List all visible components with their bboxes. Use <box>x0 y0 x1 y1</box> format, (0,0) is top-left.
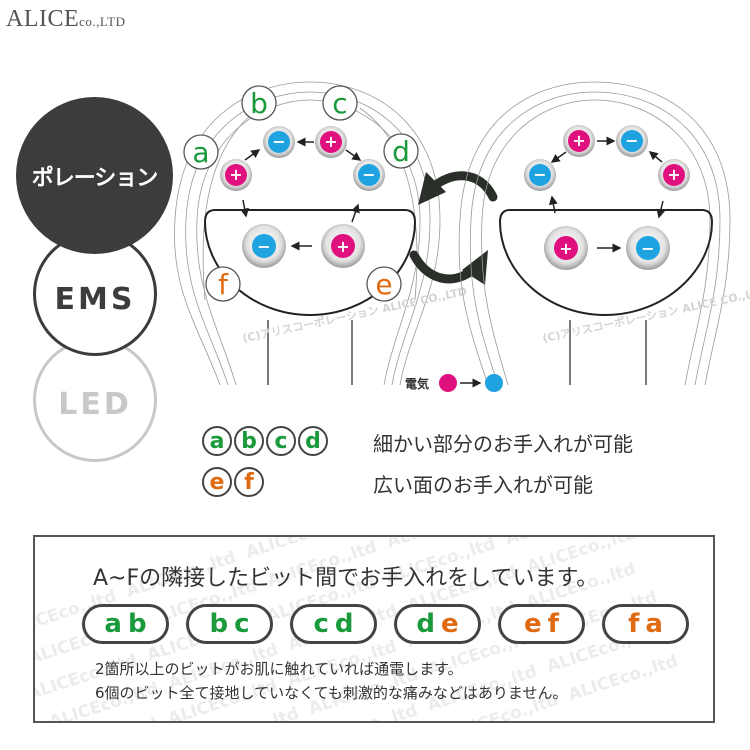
svg-text:+: + <box>229 165 242 184</box>
device-diagram: (C)アリスコーポレーション ALICE CO.,LTD + − + − − +… <box>174 81 750 392</box>
svg-text:−: − <box>257 237 270 256</box>
key-row-wide-area: e f <box>202 467 266 497</box>
key-letter: b <box>234 426 264 456</box>
bit-label-d: d <box>383 133 419 169</box>
mode-label: LED <box>58 386 132 422</box>
key-desc-wide-area: 広い面のお手入れが可能 <box>373 473 593 497</box>
mode-label: EMS <box>54 281 136 317</box>
right-head <box>458 81 731 386</box>
note-1: 2箇所以上のビットがお肌に触れていれば通電します。 <box>95 660 463 678</box>
legend-label: 電気 <box>405 376 429 391</box>
svg-text:d: d <box>392 135 410 168</box>
bit-label-c: c <box>322 85 358 121</box>
svg-text:−: − <box>272 132 285 151</box>
svg-text:+: + <box>667 165 680 184</box>
svg-text:−: − <box>362 165 375 184</box>
mode-poration: ポレーション <box>16 97 173 254</box>
logo-suffix: co.,LTD <box>79 14 126 29</box>
watermark: (C)アリスコーポレーション ALICE CO.,LTD <box>241 284 468 345</box>
left-electrodes: + − + − − + <box>220 126 385 268</box>
key-letter: c <box>266 426 296 456</box>
info-box: ALICEco.,ltd ALICEco.,ltd ALICEco.,ltd A… <box>33 535 715 723</box>
right-current-arrows <box>548 136 666 253</box>
right-electrodes: + − − + + − <box>524 125 690 270</box>
note-2: 6個のビット全て接地していなくても刺激的な痛みなどはありません。 <box>95 684 568 702</box>
current-legend: 電気 <box>405 374 503 392</box>
svg-text:e: e <box>375 268 392 301</box>
bit-label-b: b <box>241 85 277 121</box>
key-letter: d <box>298 426 328 456</box>
key-letter: f <box>234 467 264 497</box>
svg-text:−: − <box>641 239 654 258</box>
mode-led: LED <box>33 338 157 462</box>
key-letter: a <box>202 426 232 456</box>
logo-main: ALICE <box>6 6 80 32</box>
bit-label-a: a <box>183 134 219 170</box>
mode-label: ポレーション <box>31 165 159 191</box>
svg-text:f: f <box>218 268 229 301</box>
svg-text:a: a <box>192 136 209 169</box>
left-head <box>174 81 441 386</box>
svg-text:b: b <box>250 87 268 120</box>
svg-text:+: + <box>324 132 337 151</box>
svg-text:−: − <box>625 131 638 150</box>
svg-text:+: + <box>559 239 572 258</box>
bit-labels: a b c d e f <box>183 85 419 302</box>
left-current-arrows <box>240 137 362 251</box>
key-letter: e <box>202 467 232 497</box>
svg-text:+: + <box>572 131 585 150</box>
key-row-small-area: a b c d <box>202 426 330 456</box>
svg-text:−: − <box>533 165 546 184</box>
svg-text:c: c <box>332 87 347 120</box>
key-desc-small-area: 細かい部分のお手入れが可能 <box>373 432 633 456</box>
svg-text:+: + <box>336 237 349 256</box>
bit-label-e: e <box>366 266 402 302</box>
left-head-face <box>203 209 417 385</box>
company-logo: ALICEco.,LTD <box>6 6 126 33</box>
info-title: A~Fの隣接したビット間でお手入れをしています。 <box>93 566 599 591</box>
bit-label-f: f <box>205 266 241 302</box>
